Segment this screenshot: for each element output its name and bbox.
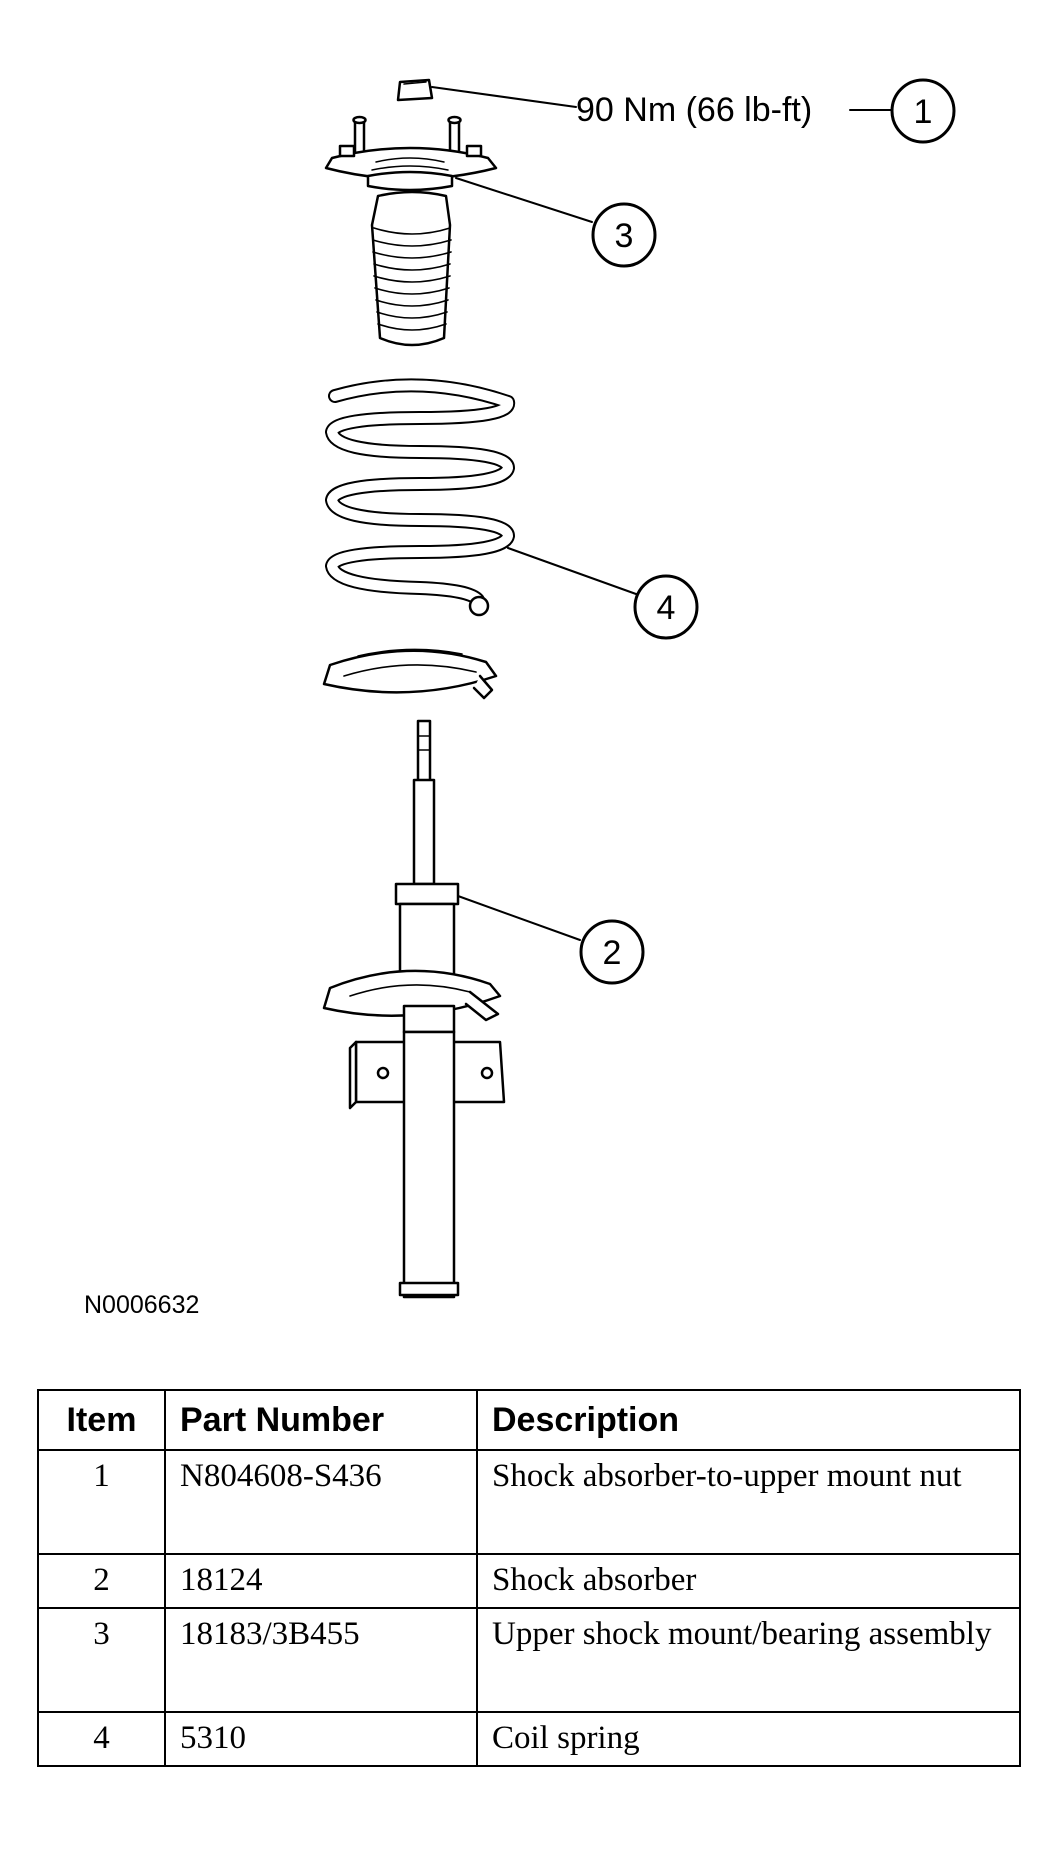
dust-boot: [370, 190, 452, 347]
header-part-number: Part Number: [164, 1389, 478, 1451]
table-header-row: Item Part Number Description: [37, 1389, 1021, 1451]
figure-code: N0006632: [84, 1291, 199, 1319]
torque-label: 90 Nm (66 lb-ft): [576, 91, 812, 129]
cell-part-number: 18124: [164, 1553, 478, 1609]
table-row: 3 18183/3B455 Upper shock mount/bearing …: [37, 1607, 1021, 1713]
cell-part-number: 5310: [164, 1711, 478, 1767]
cell-description: Shock absorber: [476, 1553, 1021, 1609]
nut: [396, 78, 434, 102]
callout-2: 2: [579, 919, 645, 985]
leader-line-3: [455, 177, 593, 223]
cell-item: 1: [37, 1449, 166, 1555]
leader-line-4: [507, 547, 637, 595]
upper-mount-bearing: [324, 115, 498, 192]
parts-table: Item Part Number Description 1 N804608-S…: [37, 1389, 1021, 1767]
cell-part-number: 18183/3B455: [164, 1607, 478, 1713]
leader-line-1: [431, 86, 577, 108]
callout-3: 3: [591, 202, 657, 268]
header-description: Description: [476, 1389, 1021, 1451]
table-row: 4 5310 Coil spring: [37, 1711, 1021, 1767]
callout-2-number: 2: [603, 934, 622, 972]
callout-3-number: 3: [615, 217, 634, 255]
coil-spring: [325, 378, 516, 617]
cell-item: 4: [37, 1711, 166, 1767]
shock-absorber: [322, 719, 506, 1299]
callout-4: 4: [633, 574, 699, 640]
cell-description: Upper shock mount/bearing assembly: [476, 1607, 1021, 1713]
cell-description: Shock absorber-to-upper mount nut: [476, 1449, 1021, 1555]
callout-1: 1: [890, 78, 956, 144]
callout-1-number: 1: [914, 93, 933, 131]
cell-item: 3: [37, 1607, 166, 1713]
table-row: 1 N804608-S436 Shock absorber-to-upper m…: [37, 1449, 1021, 1555]
callout-4-number: 4: [657, 589, 676, 627]
header-item: Item: [37, 1389, 166, 1451]
table-row: 2 18124 Shock absorber: [37, 1553, 1021, 1609]
leader-line-2: [457, 895, 581, 941]
cell-part-number: N804608-S436: [164, 1449, 478, 1555]
cell-item: 2: [37, 1553, 166, 1609]
lower-spring-seat: [322, 648, 498, 700]
cell-description: Coil spring: [476, 1711, 1021, 1767]
